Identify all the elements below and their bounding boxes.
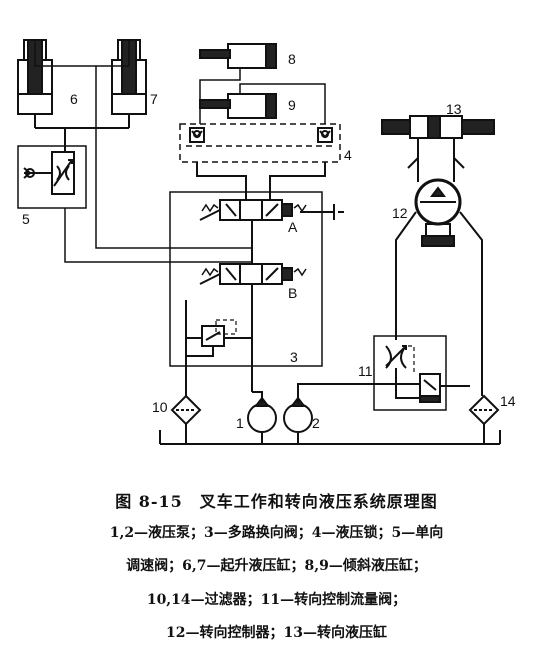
label-3: 3 <box>290 349 298 365</box>
label-4: 4 <box>344 147 352 163</box>
legend-line: 调速阀；6,7—起升液压缸；8,9—倾斜液压缸； <box>126 558 427 574</box>
legend-line: 1,2—液压泵；3—多路换向阀；4—液压锁；5—单向 <box>109 525 444 541</box>
label-10: 10 <box>152 399 168 415</box>
hydraulic-lock-4 <box>179 123 341 163</box>
figure-title: 图 8-15 叉车工作和转向液压系统原理图 <box>115 492 438 511</box>
multi-way-valve-3 <box>169 191 344 367</box>
label-2: 2 <box>312 415 320 431</box>
label-11: 11 <box>358 363 373 379</box>
label-1: 1 <box>236 415 244 431</box>
legend-line: 10,14—过滤器；11—转向控制流量阀； <box>146 592 407 608</box>
legend-line: 12—转向控制器；13—转向液压缸 <box>166 625 387 641</box>
label-14: 14 <box>500 393 516 409</box>
filter-10 <box>170 394 202 444</box>
label-8: 8 <box>288 51 296 67</box>
one-way-speed-valve-5 <box>17 145 87 209</box>
label-valve-a: A <box>288 219 298 235</box>
label-valve-b: B <box>288 285 297 301</box>
label-12: 12 <box>392 205 408 221</box>
label-7: 7 <box>150 91 158 107</box>
hydraulic-schematic: 6 7 5 8 9 4 A B 3 10 1 2 13 12 11 14 <box>17 39 516 445</box>
tilt-cylinder-9 <box>199 93 277 119</box>
label-13: 13 <box>446 101 462 117</box>
label-5: 5 <box>22 211 30 227</box>
label-6: 6 <box>70 91 78 107</box>
tilt-cylinder-8 <box>199 43 277 69</box>
steering-flow-valve-11 <box>373 335 470 411</box>
filter-14 <box>468 394 500 444</box>
steering-controller-12 <box>407 157 465 247</box>
steering-cylinder-13 <box>381 115 495 139</box>
label-9: 9 <box>288 97 296 113</box>
